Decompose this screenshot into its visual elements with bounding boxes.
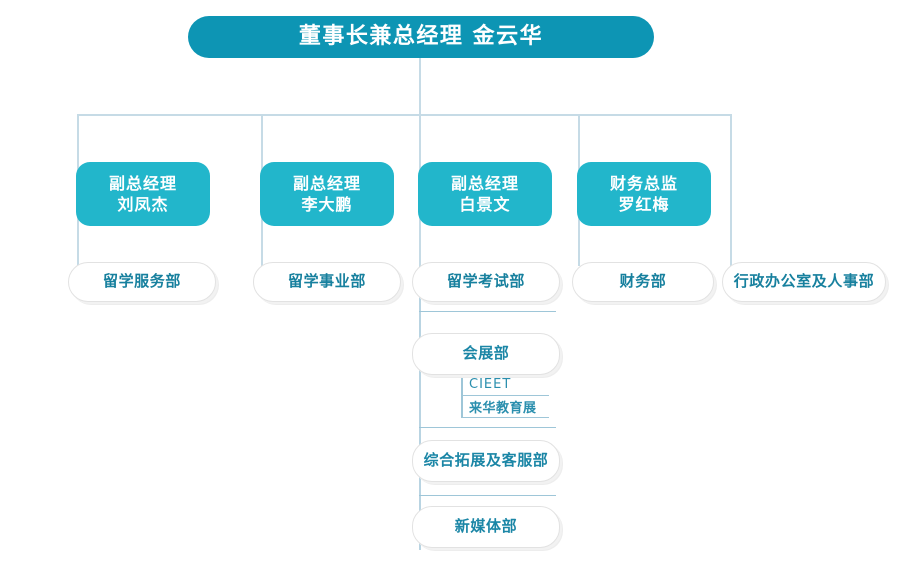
connector-subbranch-3	[419, 495, 556, 496]
node-deputy-gm-lidapeng-name: 李大鹏	[301, 195, 353, 214]
node-dept-study-abroad-exam-label: 留学考试部	[446, 272, 525, 291]
node-dept-study-abroad-business[interactable]: 留学事业部	[253, 262, 401, 302]
node-subdept-general-expansion-customer-service[interactable]: 综合拓展及客服部	[412, 440, 560, 482]
node-dept-finance-label: 财务部	[619, 272, 667, 291]
node-deputy-gm-lidapeng[interactable]: 副总经理 李大鹏	[260, 162, 394, 226]
node-subdept-general-expansion-customer-service-label: 综合拓展及客服部	[423, 451, 549, 470]
connector-subbranch-2	[419, 427, 556, 428]
connector-subbranch-spine	[419, 266, 421, 550]
leaf-china-education-expo[interactable]: 来华教育展	[461, 396, 549, 418]
node-subdept-new-media[interactable]: 新媒体部	[412, 506, 560, 548]
node-deputy-gm-liufengjie-title: 副总经理	[108, 173, 177, 193]
node-deputy-gm-baijingwen[interactable]: 副总经理 白景文	[418, 162, 552, 226]
node-deputy-gm-liufengjie[interactable]: 副总经理 刘凤杰	[76, 162, 210, 226]
node-cfo-luohongmei-name: 罗红梅	[618, 195, 670, 214]
node-cfo-luohongmei-title: 财务总监	[609, 173, 678, 193]
node-dept-study-abroad-service[interactable]: 留学服务部	[68, 262, 216, 302]
node-dept-study-abroad-exam[interactable]: 留学考试部	[412, 262, 560, 302]
connector-subbranch-1	[419, 311, 556, 312]
node-dept-finance[interactable]: 财务部	[572, 262, 714, 302]
node-subdept-exhibition-label: 会展部	[462, 344, 510, 363]
connector-branch-5	[730, 114, 732, 266]
node-subdept-exhibition[interactable]: 会展部	[412, 333, 560, 375]
node-dept-admin-hr[interactable]: 行政办公室及人事部	[722, 262, 886, 302]
connector-level2-bus	[77, 114, 732, 116]
node-deputy-gm-liufengjie-name: 刘凤杰	[117, 195, 169, 214]
node-dept-study-abroad-business-label: 留学事业部	[287, 272, 366, 291]
node-dept-study-abroad-service-label: 留学服务部	[102, 272, 181, 291]
node-chairman-gm[interactable]: 董事长兼总经理 金云华	[188, 16, 654, 58]
node-subdept-new-media-label: 新媒体部	[454, 517, 518, 536]
connector-root-down	[419, 57, 421, 115]
node-chairman-gm-label: 董事长兼总经理 金云华	[298, 24, 544, 50]
node-dept-admin-hr-label: 行政办公室及人事部	[733, 272, 875, 291]
leaf-cieet-label: CIEET	[469, 377, 512, 392]
leaf-cieet[interactable]: CIEET	[461, 374, 549, 396]
node-deputy-gm-baijingwen-name: 白景文	[459, 195, 511, 214]
leaf-china-education-expo-label: 来华教育展	[469, 401, 537, 416]
node-cfo-luohongmei[interactable]: 财务总监 罗红梅	[577, 162, 711, 226]
node-deputy-gm-lidapeng-title: 副总经理	[292, 173, 361, 193]
node-deputy-gm-baijingwen-title: 副总经理	[450, 173, 519, 193]
